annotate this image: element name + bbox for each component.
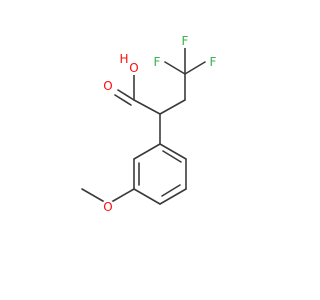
bond-c-o-double-b bbox=[114, 94, 132, 106]
fluorine-right-label: F bbox=[210, 55, 217, 69]
ring-inner-1 bbox=[162, 150, 182, 163]
bond-cf-left bbox=[164, 61, 186, 75]
fluorine-left-label: F bbox=[154, 55, 161, 69]
ring-inner-2 bbox=[161, 184, 181, 197]
hydrogen-hydroxyl-label: H bbox=[119, 52, 128, 66]
fluorine-top-label: F bbox=[182, 34, 189, 48]
bond-ring-ometh bbox=[107, 188, 135, 205]
oxygen-methoxy-label: O bbox=[103, 200, 112, 214]
bond-cf-right bbox=[184, 61, 206, 75]
ring-bond-6 bbox=[133, 143, 161, 160]
ring-bond-1 bbox=[159, 143, 187, 160]
bond-c-o-double-a bbox=[117, 89, 135, 101]
bond-ometh-ch3 bbox=[81, 188, 109, 205]
atom-labels: F F F O H O O bbox=[101, 34, 220, 214]
bond-ch2-ch bbox=[159, 99, 186, 115]
oxygen-carbonyl-label: O bbox=[103, 79, 112, 93]
oxygen-hydroxyl-label: O bbox=[129, 61, 138, 75]
bond-ch-cooh bbox=[133, 99, 161, 115]
molecule-structure: F F F O H O O bbox=[81, 34, 220, 214]
ring-bond-3 bbox=[159, 188, 187, 205]
bonds bbox=[81, 47, 206, 205]
ring-bond-4 bbox=[133, 188, 161, 205]
